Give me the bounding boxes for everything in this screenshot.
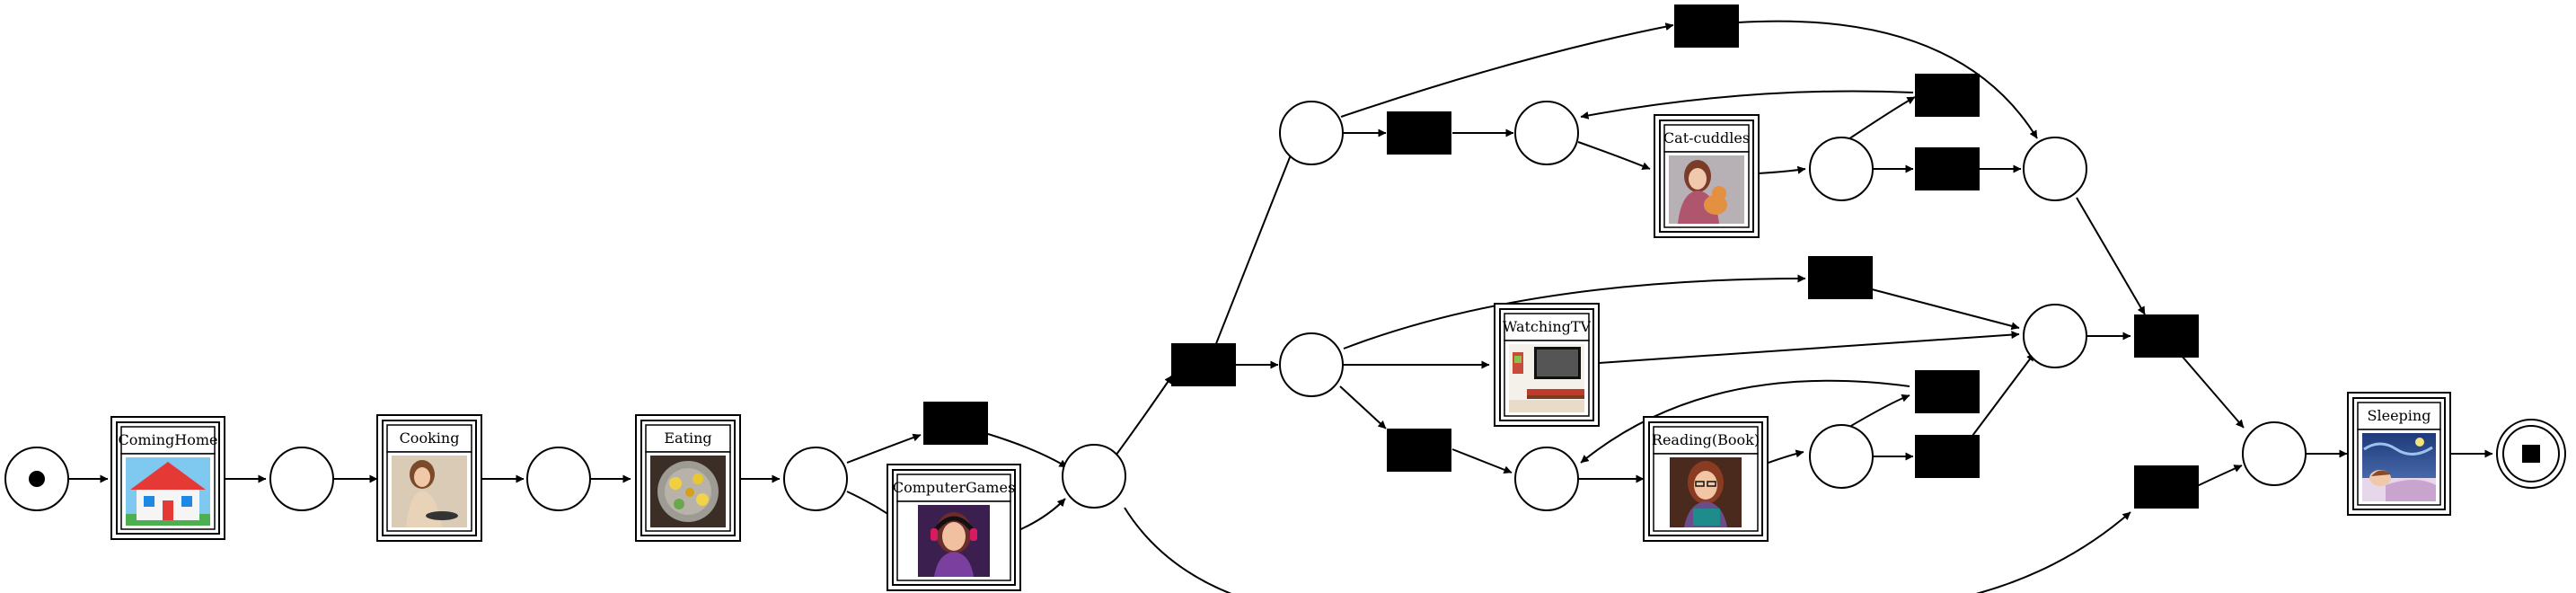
place <box>1809 137 1874 201</box>
place <box>2242 421 2307 486</box>
edge <box>1598 331 2020 364</box>
edge <box>1343 274 1806 350</box>
edge <box>1757 165 1806 174</box>
transition-label: Cooking <box>400 429 460 447</box>
place <box>526 447 591 511</box>
woman-reading-icon <box>1670 457 1742 527</box>
transition-label: Reading(Book) <box>1652 431 1760 448</box>
woman-gaming-headset-icon <box>918 505 990 577</box>
silent-transition <box>1915 74 1980 117</box>
place <box>1279 101 1344 165</box>
transition-cat-cuddles: Cat-cuddles <box>1654 114 1760 238</box>
edge <box>987 433 1068 468</box>
silent-transition <box>1808 256 1873 299</box>
transition-label: Cat-cuddles <box>1663 129 1750 146</box>
start-place <box>4 447 69 511</box>
transition-label: ComputerGames <box>893 479 1015 496</box>
house-icon <box>126 457 210 526</box>
place <box>1514 447 1579 511</box>
silent-transition <box>1674 4 1739 48</box>
place <box>783 447 848 511</box>
food-plate-icon <box>650 456 726 527</box>
silent-transition <box>1387 111 1451 155</box>
woman-holding-cat-icon <box>1669 155 1744 224</box>
place <box>2023 304 2087 368</box>
token-dot-icon <box>29 471 45 487</box>
transition-label: Eating <box>664 429 711 447</box>
place <box>1809 424 1874 489</box>
transition-label: WatchingTV <box>1503 318 1592 335</box>
edge <box>1340 22 1674 118</box>
transition-coming-home: ComingHome <box>110 416 225 540</box>
transition-label: ComingHome <box>119 431 218 448</box>
transition-label: Sleeping <box>2368 407 2431 424</box>
edge <box>1214 147 1295 347</box>
edge <box>1871 288 2020 331</box>
edges <box>69 20 2493 593</box>
edge <box>1577 141 1651 170</box>
edge <box>1014 498 1066 533</box>
square-stop-icon <box>2522 445 2540 463</box>
silent-transition <box>2134 314 2199 358</box>
edge <box>1113 375 1173 459</box>
transition-watching-tv: WatchingTV <box>1494 303 1600 427</box>
transition-computer-games: ComputerGames <box>887 464 1021 591</box>
transition-reading-book: Reading(Book) <box>1643 416 1769 542</box>
edge <box>1580 379 1910 464</box>
edge <box>846 433 922 464</box>
place <box>1514 101 1579 165</box>
transition-sleeping: Sleeping <box>2347 392 2451 516</box>
silent-transition <box>923 402 988 445</box>
tv-room-icon <box>1509 344 1584 412</box>
edge <box>1972 352 2035 437</box>
edge <box>2196 465 2243 487</box>
person-sleeping-icon <box>2362 433 2436 501</box>
edge <box>1737 20 2038 139</box>
place <box>2023 137 2087 201</box>
silent-transitions <box>923 4 2199 509</box>
place <box>269 447 334 511</box>
edge <box>1339 385 1387 429</box>
woman-cooking-icon <box>392 456 467 527</box>
silent-transition <box>2134 465 2199 509</box>
end-place <box>2496 419 2566 489</box>
silent-transition <box>1171 343 1236 386</box>
transition-eating: Eating <box>635 414 741 542</box>
edge <box>1451 448 1513 474</box>
place <box>1062 444 1126 509</box>
silent-transition <box>1915 147 1980 190</box>
edge <box>2076 197 2146 315</box>
silent-transition <box>1915 370 1980 413</box>
transition-cooking: Cooking <box>376 414 482 542</box>
edge <box>1580 90 1914 119</box>
edge <box>1124 507 2131 593</box>
place <box>1279 332 1344 397</box>
silent-transition <box>1915 435 1980 478</box>
silent-transition <box>1387 429 1451 472</box>
